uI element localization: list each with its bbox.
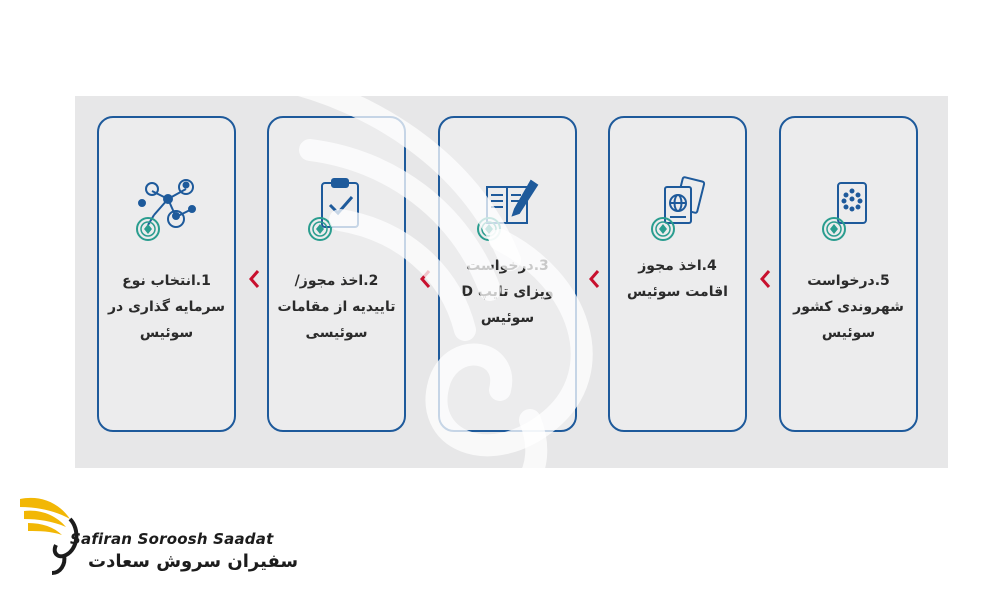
chevron-left-icon — [589, 270, 600, 288]
step-label-4: 4.اخذ مجوز اقامت سوئیس — [627, 258, 728, 300]
step-card-5: 5.درخواست شهروندی کشور سوئیس — [779, 116, 918, 432]
step-card-2: 2.اخذ مجوز/ تاییدیه از مقامات سوئیسی — [267, 116, 406, 432]
step-label-5: 5.درخواست شهروندی کشور سوئیس — [793, 273, 904, 341]
step-card-4: 4.اخذ مجوز اقامت سوئیس — [608, 116, 747, 432]
step-card-3: 3.درخواست ویزای تایپ D سوئیس — [438, 116, 577, 432]
step-card-1: 1.انتخاب نوع سرمایه گذاری در سوئیس — [97, 116, 236, 432]
step-label-1: 1.انتخاب نوع سرمایه گذاری در سوئیس — [107, 273, 226, 341]
network-people-icon — [136, 179, 196, 241]
chevron-left-icon — [249, 270, 260, 288]
step-label-2: 2.اخذ مجوز/ تاییدیه از مقامات سوئیسی — [277, 273, 396, 341]
brand-name-en: Safiran Soroosh Saadat — [70, 530, 274, 548]
document-pen-icon — [477, 179, 539, 241]
brand-name-fa: سفیران سروش سعادت — [88, 551, 299, 572]
chevron-left-icon — [420, 270, 431, 288]
step-label-3: 3.درخواست ویزای تایپ D سوئیس — [461, 258, 554, 326]
passport-eu-icon — [822, 182, 867, 241]
chevron-left-icon — [760, 270, 771, 288]
brand-logo-icon — [20, 497, 79, 575]
passport-globe-icon — [651, 176, 706, 241]
process-panel: 1.انتخاب نوع سرمایه گذاری در سوئیس 2.اخذ… — [75, 96, 948, 468]
clipboard-check-icon — [308, 178, 359, 241]
